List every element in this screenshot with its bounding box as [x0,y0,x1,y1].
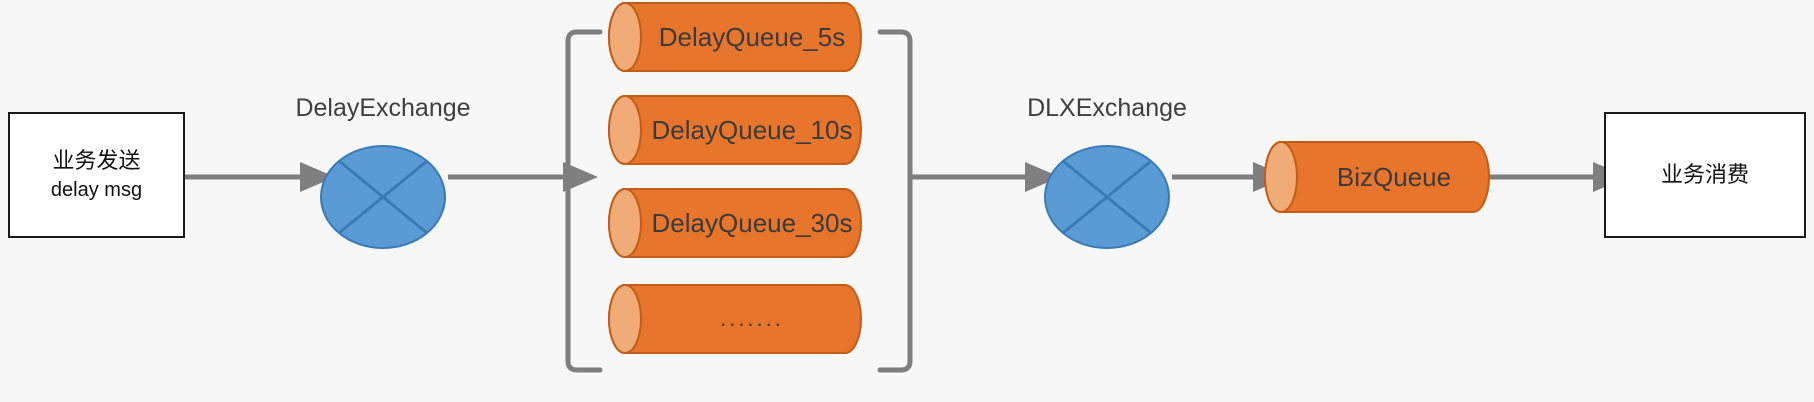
delay-exchange[interactable]: DelayExchange [295,94,471,250]
cylinder-icon [608,284,862,354]
cylinder-icon [608,2,862,72]
producer-box[interactable]: 业务发送 delay msg [8,112,185,238]
exchange-circle-cross-icon [320,145,446,249]
dlx-exchange-label: DLXExchange [1027,94,1187,122]
consumer-box[interactable]: 业务消费 [1604,112,1806,238]
queue-group-right-bracket [877,29,913,373]
dlx-exchange[interactable]: DLXExchange [1027,94,1187,250]
cylinder-icon [608,95,862,165]
delay-exchange-label: DelayExchange [295,94,471,122]
cylinder-icon [608,188,862,258]
delay-queue-item[interactable]: DelayQueue_30s [608,188,862,258]
exchange-circle-cross-icon [1044,145,1170,249]
producer-label-secondary: delay msg [50,179,143,201]
delay-queue-item[interactable]: ....... [608,284,862,354]
biz-queue[interactable]: BizQueue [1264,141,1490,213]
producer-label-primary: 业务发送 [52,148,141,173]
delay-queue-item[interactable]: DelayQueue_5s [608,2,862,72]
queue-group-left-bracket [565,29,603,373]
delay-queue-item[interactable]: DelayQueue_10s [608,95,862,165]
cylinder-icon [1264,141,1490,213]
consumer-label: 业务消费 [1660,162,1749,187]
